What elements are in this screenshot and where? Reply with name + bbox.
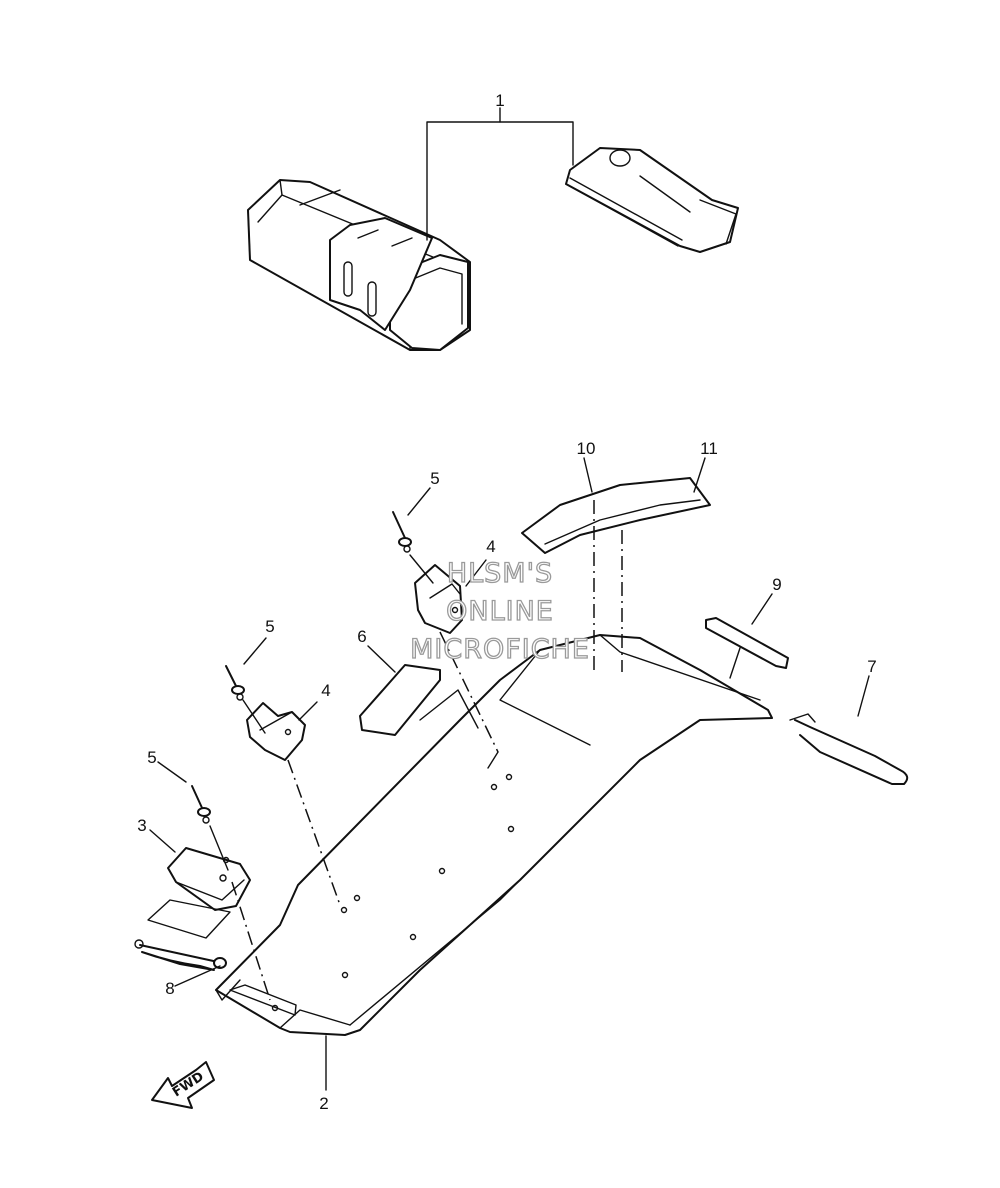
rivet-middle	[225, 665, 245, 701]
hinge-pin	[134, 939, 227, 971]
tool-bag-rolled	[247, 179, 471, 351]
callout-1: 1	[495, 91, 504, 110]
tool-bag-pouch	[565, 147, 739, 253]
rivet-lower	[191, 785, 211, 824]
callout-8: 8	[165, 979, 174, 998]
watermark-line-3: MICROFICHE	[410, 634, 590, 665]
callout-7: 7	[867, 657, 876, 676]
watermark: HLSM'S ONLINE MICROFICHE	[409, 557, 590, 665]
callout-4-upper: 4	[486, 537, 495, 556]
stripe-decals	[521, 477, 711, 554]
callouts: 1 2 3 4 4 5 5 5 6 7 8 9 10 11	[137, 91, 876, 1113]
watermark-line-2: ONLINE	[446, 596, 554, 627]
rear-fender	[215, 634, 773, 1036]
rod-strip	[705, 617, 789, 669]
callout-5-middle: 5	[265, 617, 274, 636]
watermark-line-1: HLSM'S	[447, 558, 553, 589]
clamp-lower	[246, 702, 306, 761]
callout-4-lower: 4	[321, 681, 330, 700]
callout-6: 6	[357, 627, 366, 646]
callout-11: 11	[700, 439, 718, 458]
caution-label	[359, 664, 441, 736]
callout-5-upper: 5	[430, 469, 439, 488]
fwd-arrow-icon: FWD	[151, 1061, 215, 1109]
callout-5-lower: 5	[147, 748, 156, 767]
callout-10: 10	[577, 439, 596, 458]
callout-9: 9	[772, 575, 781, 594]
leader-lines	[149, 457, 870, 1091]
callout-3: 3	[137, 816, 146, 835]
hook-tool	[789, 713, 909, 785]
callout-2: 2	[319, 1094, 328, 1113]
clamp-upper	[414, 564, 463, 634]
hinge	[147, 847, 251, 939]
rivet-upper	[392, 511, 412, 553]
